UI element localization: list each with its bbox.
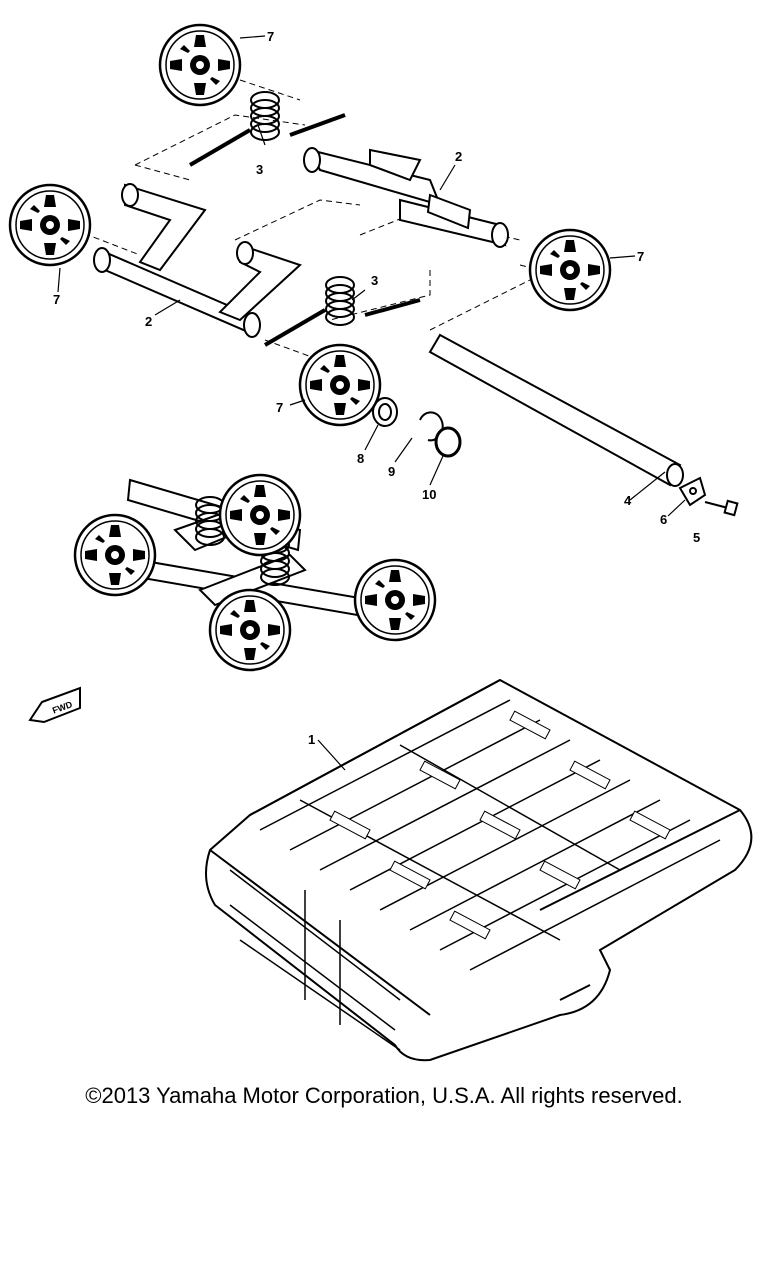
callout-4: 4 — [624, 493, 632, 508]
bracket-6 — [678, 476, 707, 507]
wheel-7-top — [158, 23, 242, 107]
bolt-5 — [704, 499, 739, 517]
callout-1: 1 — [308, 732, 315, 747]
leader-lines — [57, 35, 686, 771]
track-1 — [205, 678, 753, 1062]
copyright-notice: ©2013 Yamaha Motor Corporation, U.S.A. A… — [85, 1083, 683, 1108]
shaft-4 — [428, 333, 684, 487]
assembled-suspension — [73, 473, 437, 672]
callout-3-upper: 3 — [256, 162, 263, 177]
forward-arrow-icon: FWD — [28, 686, 81, 724]
callout-2-right: 2 — [455, 149, 462, 164]
cap-10 — [434, 426, 462, 458]
spring-3-upper — [188, 91, 346, 167]
callout-6: 6 — [660, 512, 667, 527]
callout-7-top: 7 — [267, 29, 274, 44]
bearing-8 — [372, 397, 398, 427]
callout-7-left: 7 — [53, 292, 60, 307]
callout-3-lower: 3 — [371, 273, 378, 288]
callout-labels: 7 3 2 7 2 3 7 7 8 9 10 4 6 5 1 — [53, 29, 700, 747]
callout-7-bottom: 7 — [276, 400, 283, 415]
parts-diagram: FWD — [8, 23, 753, 1062]
callout-8: 8 — [357, 451, 364, 466]
wheel-7-right — [528, 228, 612, 312]
wheel-7-bottom — [298, 343, 382, 427]
spring-3-lower — [263, 276, 421, 347]
callout-7-right: 7 — [637, 249, 644, 264]
callout-5: 5 — [693, 530, 700, 545]
callout-2-left: 2 — [145, 314, 152, 329]
swing-arm-lower — [93, 183, 302, 338]
wheel-7-left — [8, 183, 92, 267]
swing-arm-upper — [303, 147, 509, 248]
callout-10: 10 — [422, 487, 436, 502]
callout-9: 9 — [388, 464, 395, 479]
